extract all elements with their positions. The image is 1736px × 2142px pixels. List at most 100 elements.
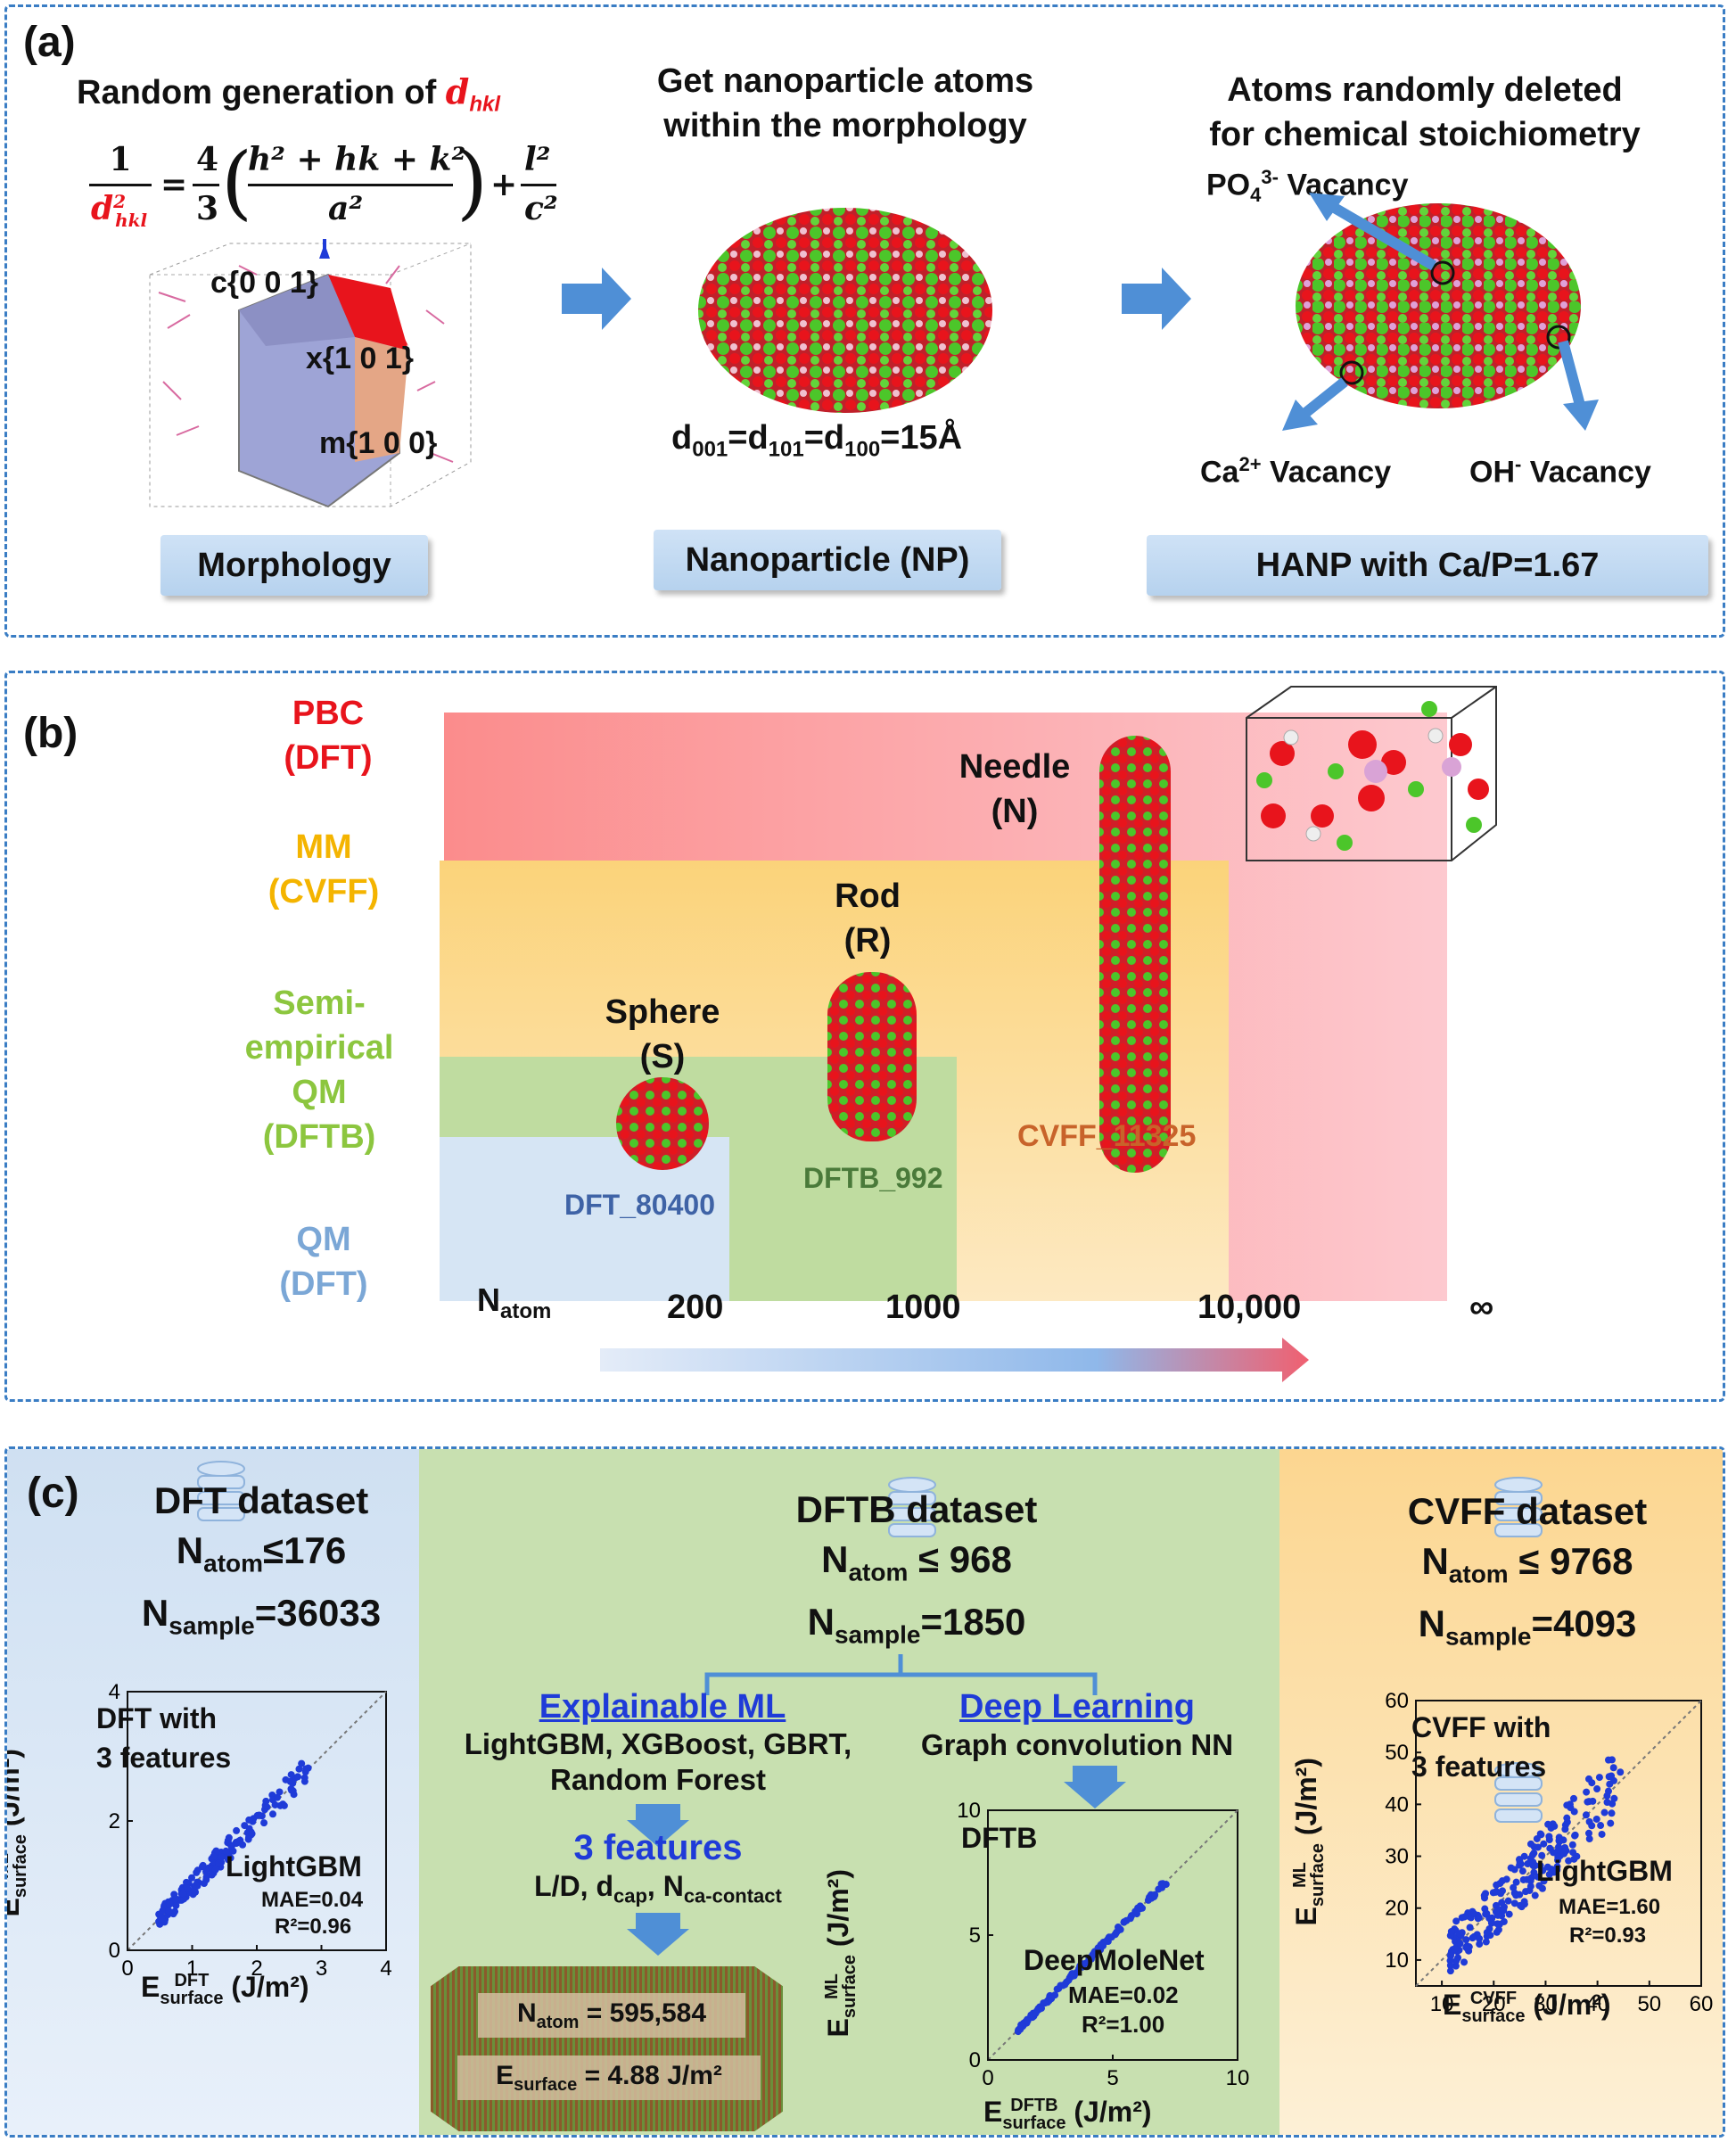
- x-tick-label: 40: [1585, 1992, 1609, 2016]
- dataset-dftb: DFTB_992: [803, 1162, 943, 1194]
- natom-axis-label: Natom: [477, 1281, 552, 1324]
- x-tick-label: 10: [1226, 2066, 1250, 2090]
- data-point: [1516, 1861, 1524, 1869]
- data-point: [1038, 2005, 1046, 2013]
- data-point: [1592, 1815, 1600, 1823]
- data-point: [193, 1866, 202, 1874]
- natom-gradient-arrow: [600, 1338, 1309, 1382]
- data-point: [1483, 1909, 1491, 1917]
- data-point: [1597, 1822, 1605, 1830]
- branch-bracket: [704, 1654, 1098, 1695]
- deep-learning-link[interactable]: Deep Learning: [959, 1688, 1195, 1726]
- y-tick-label: 0: [109, 1939, 120, 1963]
- data-point: [1583, 1788, 1591, 1796]
- data-point: [1529, 1858, 1537, 1866]
- data-point: [1476, 1940, 1484, 1948]
- data-point: [1510, 1883, 1518, 1891]
- dftb-plot-mae: MAE=0.02: [1068, 1981, 1179, 2008]
- data-point: [188, 1874, 196, 1882]
- data-point: [1554, 1843, 1562, 1851]
- y-tick-label: 50: [1385, 1741, 1409, 1765]
- data-point: [1543, 1863, 1551, 1871]
- sphere-image: [616, 1077, 709, 1170]
- y-tick-label: 4: [109, 1680, 120, 1704]
- three-features: 3 features: [573, 1828, 743, 1867]
- data-point: [1151, 1891, 1159, 1899]
- data-point: [1512, 1878, 1520, 1886]
- x-tick-label: 60: [1690, 1992, 1714, 2016]
- vacancy-arrows: [1282, 193, 1599, 431]
- data-point: [1595, 1774, 1603, 1782]
- tick-1000: 1000: [885, 1289, 961, 1326]
- data-point: [1607, 1819, 1615, 1827]
- data-point: [1529, 1851, 1537, 1859]
- data-point: [1493, 1920, 1502, 1928]
- data-point: [1571, 1832, 1579, 1840]
- slab-image: [431, 1966, 783, 2131]
- data-point: [192, 1882, 200, 1890]
- x-tick-label: 50: [1637, 1992, 1661, 2016]
- caption-nanoparticle: Nanoparticle (NP): [654, 530, 1001, 590]
- database-icon: [1494, 1477, 1543, 1537]
- data-point: [1510, 1889, 1518, 1897]
- data-point: [1533, 1834, 1541, 1842]
- data-point: [276, 1788, 284, 1796]
- cvff-column-bg: [1279, 1449, 1723, 2135]
- level-mm: MM(CVFF): [267, 828, 380, 910]
- dft-plot-model: LightGBM: [226, 1850, 362, 1882]
- data-point: [215, 1859, 223, 1867]
- data-point: [229, 1847, 237, 1855]
- data-point: [1500, 1917, 1508, 1925]
- data-point: [1502, 1875, 1510, 1883]
- data-point: [1531, 1891, 1539, 1899]
- data-point: [222, 1847, 230, 1855]
- data-point: [1469, 1934, 1477, 1942]
- data-point: [1098, 1941, 1107, 1949]
- dataset-cvff: CVFF_11325: [1017, 1119, 1197, 1153]
- y-tick-label: 60: [1385, 1689, 1409, 1713]
- data-point: [211, 1866, 219, 1874]
- dftb-plot-model: DeepMoleNet: [1024, 1944, 1205, 1976]
- data-point: [218, 1853, 226, 1861]
- data-point: [258, 1812, 266, 1820]
- step3-title-1: Atoms randomly deleted: [1227, 71, 1623, 109]
- y-tick-label: 20: [1385, 1897, 1409, 1921]
- data-point: [1603, 1798, 1611, 1806]
- oh-vacancy: OH- Vacancy: [1469, 453, 1651, 490]
- explainable-ml-link[interactable]: Explainable ML: [539, 1688, 786, 1726]
- data-point: [1603, 1792, 1611, 1800]
- data-point: [1452, 1917, 1460, 1925]
- data-point: [1520, 1898, 1528, 1906]
- data-point: [1545, 1833, 1553, 1841]
- x-tick-label: 30: [1534, 1992, 1558, 2016]
- data-point: [1565, 1857, 1573, 1865]
- data-point: [1539, 1866, 1547, 1874]
- database-icon: [888, 1477, 936, 1537]
- data-point: [1585, 1835, 1593, 1843]
- data-point: [1568, 1841, 1576, 1849]
- panel-a: (a) Random generation of dhkl 1 d2hkl = …: [4, 4, 1725, 638]
- data-point: [1530, 1868, 1538, 1876]
- level-pbc: PBC(DFT): [284, 695, 373, 777]
- morphology-crystal: [149, 239, 472, 508]
- data-point: [165, 1907, 173, 1915]
- data-point: [295, 1765, 303, 1773]
- y-tick-label: 0: [969, 2048, 981, 2072]
- step1-title: Random generation of dhkl: [77, 71, 501, 117]
- data-point: [287, 1771, 295, 1779]
- data-point: [1526, 1840, 1534, 1848]
- data-point: [287, 1786, 295, 1794]
- data-point: [1032, 2009, 1040, 2017]
- data-point: [1504, 1897, 1512, 1905]
- panel-c: (c) DFT dataset Natom≤176 Nsample=36033 …: [4, 1446, 1725, 2138]
- data-point: [300, 1774, 309, 1782]
- database-icon: [197, 1461, 245, 1521]
- data-point: [1452, 1957, 1460, 1965]
- x-tick-label: 4: [380, 1957, 391, 1981]
- dft-dataset-header: DFT dataset Natom≤176 Nsample=36033: [141, 1479, 382, 1640]
- data-point: [241, 1822, 249, 1830]
- tick-infinity: ∞: [1469, 1289, 1494, 1326]
